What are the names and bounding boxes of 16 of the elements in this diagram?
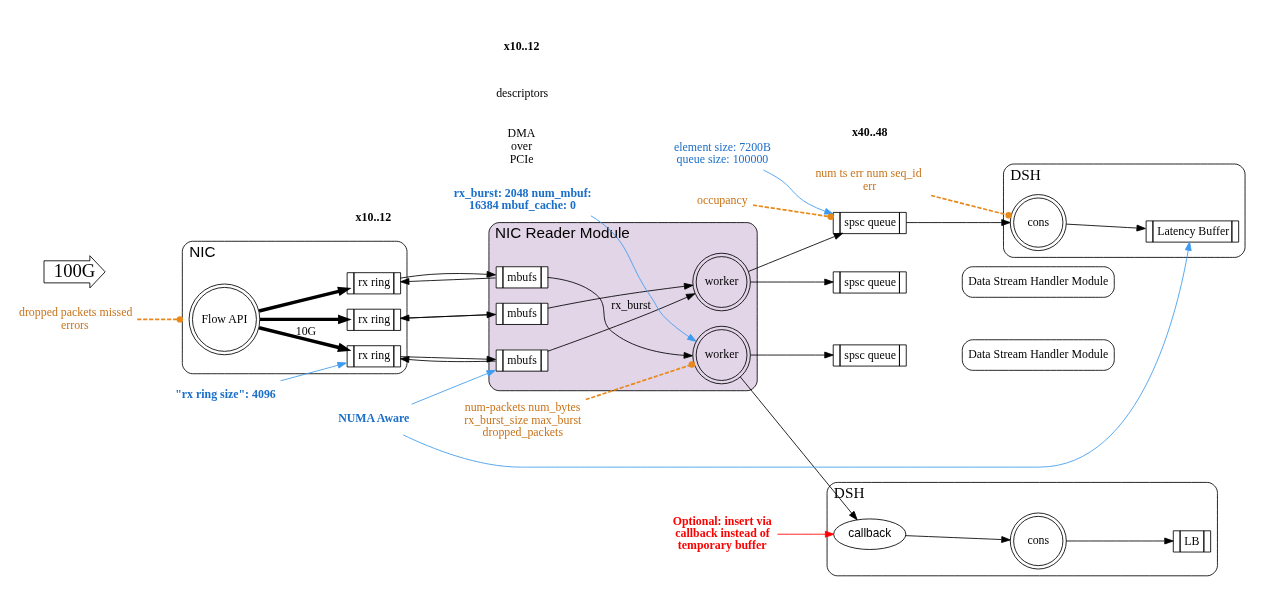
node-text: num ts err num seq_id err	[815, 165, 922, 193]
label: x40..48	[851, 124, 888, 139]
node-text: rx_burst: 2048 num_mbuf: 16384 mbuf_cache: 0	[453, 185, 592, 212]
node-text: element size: 7200B queue size: 100000	[674, 139, 771, 166]
node-text: occupancy	[696, 192, 748, 207]
label: descriptors	[496, 85, 549, 100]
node-text: dropped packets missed errors	[18, 304, 133, 332]
node-text: Optional: insert via callback instead of temporary buffer	[672, 513, 772, 552]
label: x10..12	[503, 38, 540, 53]
label: DMA over PCIe	[507, 125, 536, 166]
node-text: "rx ring size": 4096	[175, 386, 276, 401]
edge-label: 10G	[295, 323, 317, 338]
node-text: NUMA Aware	[338, 410, 410, 425]
label: x10..12	[355, 209, 392, 224]
edge-label: rx_burst	[611, 297, 651, 312]
node-text: num-packets num_bytes rx_burst_size max_burst dropped_packets	[464, 399, 582, 439]
